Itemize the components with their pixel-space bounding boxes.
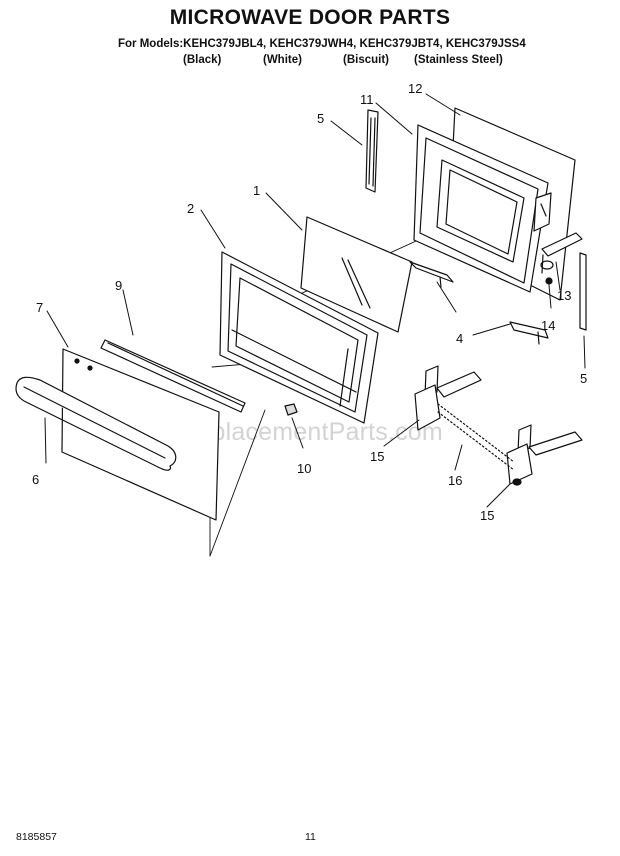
callout-12: 12 <box>408 81 422 96</box>
callout-7: 7 <box>36 300 43 315</box>
part-inner-door-frame <box>413 107 576 301</box>
callout-5-top: 5 <box>317 111 324 126</box>
part-door-handle <box>15 376 177 471</box>
page-number: 11 <box>305 831 316 843</box>
part-side-strip <box>579 252 587 331</box>
part-clip <box>284 403 298 416</box>
finish-biscuit: (Biscuit) <box>343 54 389 66</box>
part-door-frame <box>219 251 379 424</box>
part-glass-panel <box>300 216 413 333</box>
model-list: For Models:KEHC379JBL4, KEHC379JWH4, KEH… <box>118 38 526 50</box>
finish-white: (White) <box>263 54 302 66</box>
finish-black: (Black) <box>183 54 222 66</box>
part-door-bracket-upper <box>409 261 454 288</box>
page-title: MICROWAVE DOOR PARTS <box>169 6 451 29</box>
callout-10: 10 <box>297 461 311 476</box>
callout-16: 16 <box>448 473 462 488</box>
callout-2: 2 <box>187 201 194 216</box>
callout-13: 13 <box>557 288 571 303</box>
callout-labels: 1 2 5 11 12 7 9 6 10 4 14 13 5 15 16 15 <box>32 81 587 523</box>
callout-5-right: 5 <box>580 371 587 386</box>
callout-4: 4 <box>456 331 463 346</box>
callout-11: 11 <box>360 92 374 107</box>
callout-14: 14 <box>541 318 555 333</box>
part-hinge-bracket <box>540 232 583 285</box>
finish-stainless: (Stainless Steel) <box>414 54 503 66</box>
callout-15-left: 15 <box>370 449 384 464</box>
part-hinge-arms <box>414 365 583 486</box>
callout-6: 6 <box>32 472 39 487</box>
part-trim-strip <box>100 339 246 413</box>
callout-9: 9 <box>115 278 122 293</box>
callout-15-right: 15 <box>480 508 494 523</box>
part-door-bracket-lower <box>509 321 549 345</box>
callout-arrows <box>44 93 586 508</box>
document-number: 8185857 <box>16 831 57 843</box>
part-hinge-strip <box>365 109 379 193</box>
callout-1: 1 <box>253 183 260 198</box>
